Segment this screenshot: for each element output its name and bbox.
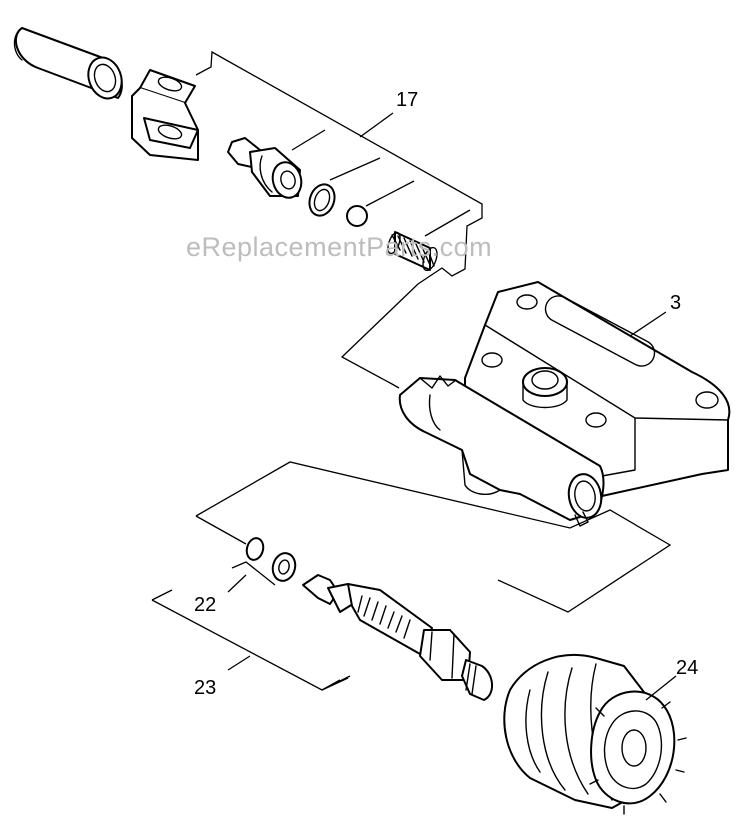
callout-23: 23: [194, 677, 216, 699]
group-box-upper-left: [195, 515, 247, 545]
callout-3: 3: [670, 292, 681, 314]
check-ball: [346, 205, 368, 227]
hose-tube: [13, 27, 123, 100]
part-22-leader: [227, 574, 247, 593]
spring-leader: [424, 209, 471, 237]
group-22-bracket: [231, 561, 276, 586]
clip-bracket: [131, 69, 199, 161]
part-23-leader: [227, 655, 251, 671]
valve-seat: [227, 137, 303, 199]
group-17-bracket: [195, 50, 483, 389]
group-23-bracket: [151, 589, 351, 691]
spring: [387, 231, 438, 272]
o-ring-upper: [308, 183, 336, 217]
washer-22: [271, 552, 297, 582]
o-ring-22: [245, 537, 265, 561]
callout-17: 17: [396, 89, 418, 111]
valve-seat-leader: [291, 129, 326, 151]
o-ring-leader: [329, 157, 381, 181]
injector-nozzle: [302, 574, 493, 701]
group-17-leader: [359, 112, 394, 138]
cap-nut: [503, 654, 687, 815]
watermark: eReplacementParts.com: [186, 232, 492, 262]
callout-22: 22: [194, 594, 216, 616]
group-23-lower: [321, 677, 349, 691]
part-24-leader: [645, 675, 677, 701]
part-3-leader: [629, 311, 667, 337]
ball-leader: [365, 180, 415, 207]
callout-24: 24: [676, 657, 698, 679]
pump-manifold: [398, 281, 731, 527]
group-box-upper: [195, 461, 672, 613]
